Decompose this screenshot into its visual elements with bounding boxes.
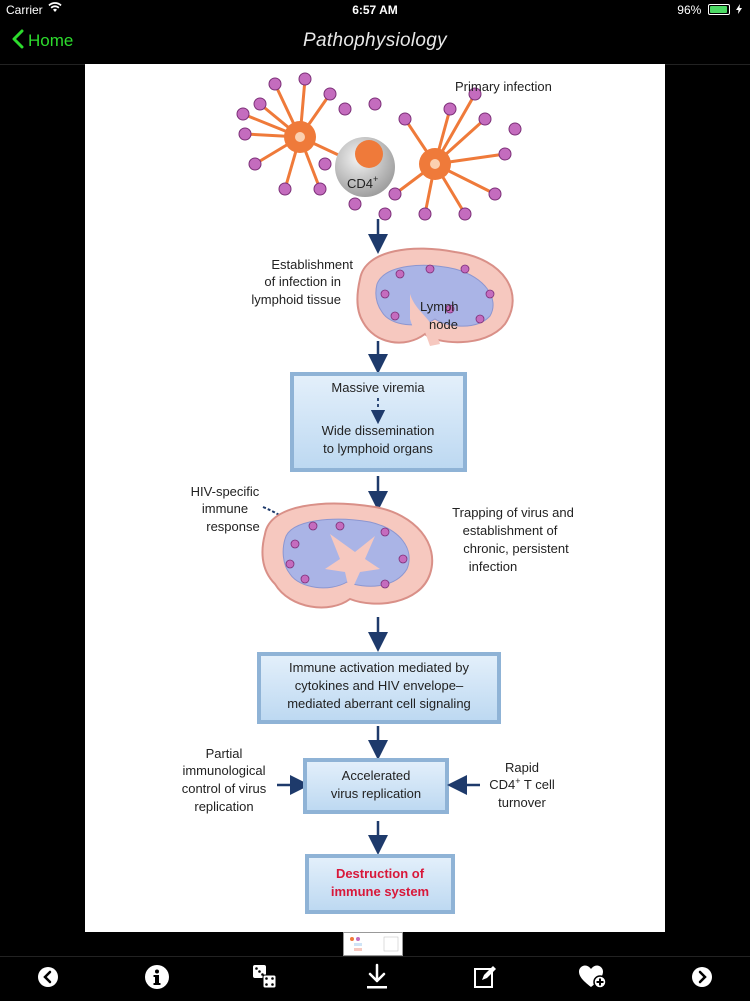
page-thumbnail[interactable]: [343, 932, 403, 956]
lymph-node-label: Lymph: [420, 299, 459, 314]
svg-text:Establishment: Establishment: [271, 257, 353, 272]
svg-text:lymphoid tissue: lymphoid tissue: [251, 292, 341, 307]
accelerated-replication-box: Accelerated virus replication: [303, 758, 449, 814]
status-bar: Carrier 6:57 AM 96%: [0, 0, 750, 20]
svg-text:Wide dissemination: Wide dissemination: [322, 423, 435, 438]
document-page[interactable]: CD4+ Primary infection Establishment of …: [85, 64, 665, 932]
back-label: Home: [28, 31, 74, 50]
lymph-node-1: Lymph node: [356, 247, 514, 346]
svg-text:turnover: turnover: [498, 795, 546, 810]
battery-indicator: 96%: [677, 3, 742, 17]
battery-icon: [707, 4, 730, 15]
svg-text:node: node: [429, 317, 458, 332]
svg-text:Partial: Partial: [206, 746, 243, 761]
svg-text:establishment of: establishment of: [463, 523, 558, 538]
svg-text:immunological: immunological: [182, 763, 265, 778]
svg-text:replication: replication: [194, 799, 253, 814]
add-favorite-button[interactable]: [578, 965, 608, 993]
svg-text:of infection in: of infection in: [264, 274, 341, 289]
svg-text:Accelerated: Accelerated: [342, 768, 411, 783]
svg-text:mediated aberrant cell signali: mediated aberrant cell signaling: [287, 696, 471, 711]
trapping-label: Trapping of virus and establishment of c…: [452, 505, 574, 574]
svg-text:chronic, persistent: chronic, persistent: [463, 541, 569, 556]
destruction-box: Destruction of immune system: [305, 854, 455, 914]
primary-infection-label: Primary infection: [455, 79, 552, 94]
next-page-button[interactable]: [687, 965, 717, 993]
clock: 6:57 AM: [352, 3, 398, 17]
edit-note-button[interactable]: [470, 965, 500, 993]
virus-particles: [236, 72, 522, 221]
massive-viremia-box: Massive viremia Wide dissemination to ly…: [290, 372, 467, 472]
battery-percent: 96%: [677, 3, 702, 17]
cd4-nucleus: [355, 140, 383, 168]
random-button[interactable]: [250, 963, 280, 996]
charging-icon: [736, 3, 742, 17]
svg-text:HIV-specific: HIV-specific: [191, 484, 260, 499]
chevron-left-icon: [37, 966, 59, 993]
immune-activation-box: Immune activation mediated by cytokines …: [257, 652, 501, 724]
svg-text:immune: immune: [202, 501, 248, 516]
nucleus: [295, 132, 305, 142]
cd4-label: CD4+: [347, 174, 378, 191]
dice-icon: [251, 963, 279, 996]
edit-icon: [472, 964, 498, 995]
establishment-label: Establishment of infection in lymphoid t…: [251, 257, 353, 307]
chevron-right-icon: [691, 966, 713, 993]
svg-text:to lymphoid organs: to lymphoid organs: [323, 441, 433, 456]
partial-control-label: Partial immunological control of virus r…: [182, 746, 267, 814]
wifi-icon: [48, 2, 62, 16]
svg-text:Immune activation mediated by: Immune activation mediated by: [289, 660, 469, 675]
hiv-specific-label: HIV-specific immune response: [191, 484, 260, 534]
bottom-toolbar: [0, 956, 750, 1001]
chevron-left-icon: [12, 29, 24, 53]
svg-text:Trapping of virus and: Trapping of virus and: [452, 505, 574, 520]
previous-page-button[interactable]: [33, 965, 63, 993]
navigation-bar: Home Pathophysiology: [0, 20, 750, 65]
svg-text:CD4+ T cell: CD4+ T cell: [489, 776, 555, 792]
svg-text:Massive viremia: Massive viremia: [331, 380, 425, 395]
pathogenesis-figure: CD4+ Primary infection Establishment of …: [182, 72, 574, 914]
svg-text:Destruction of: Destruction of: [336, 866, 425, 881]
download-button[interactable]: [362, 963, 392, 996]
svg-text:Rapid: Rapid: [505, 760, 539, 775]
svg-text:infection: infection: [469, 559, 517, 574]
nucleus-right: [430, 159, 440, 169]
rapid-turnover-label: Rapid CD4+ T cell turnover: [489, 760, 555, 810]
svg-text:response: response: [206, 519, 259, 534]
info-button[interactable]: [142, 964, 172, 995]
info-icon: [144, 964, 170, 995]
svg-text:virus replication: virus replication: [331, 786, 421, 801]
carrier-label: Carrier: [6, 3, 43, 17]
svg-text:cytokines and HIV envelope–: cytokines and HIV envelope–: [295, 678, 464, 693]
favorite-add-icon: [578, 964, 608, 995]
svg-text:immune system: immune system: [331, 884, 429, 899]
lymph-node-2: [261, 502, 434, 609]
page-title: Pathophysiology: [303, 30, 447, 51]
svg-text:control of virus: control of virus: [182, 781, 267, 796]
download-icon: [364, 963, 390, 996]
home-back-button[interactable]: Home: [12, 29, 73, 53]
